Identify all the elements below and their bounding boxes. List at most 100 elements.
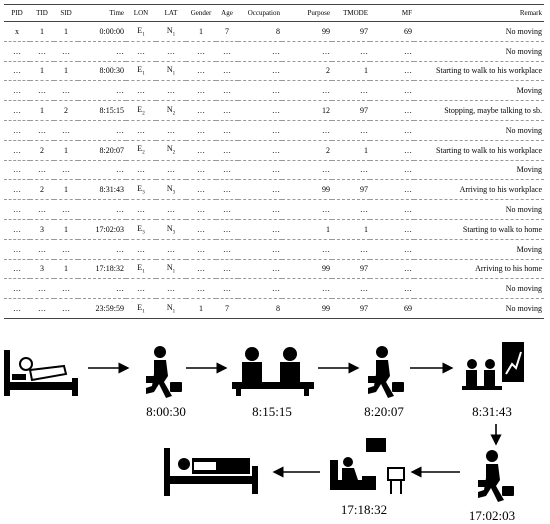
table-cell: N3: [156, 179, 186, 201]
table-cell: …: [370, 100, 414, 121]
table-cell: …: [332, 199, 370, 220]
table-cell: No moving: [414, 41, 544, 62]
table-cell: …: [282, 199, 332, 220]
table-cell: Moving: [414, 239, 544, 260]
table-cell: 97: [332, 21, 370, 42]
table-cell: …: [4, 259, 30, 280]
table-cell: 8:31:43: [78, 179, 126, 201]
table-cell: …: [30, 41, 54, 62]
timeline-label: 8:15:15: [252, 404, 292, 419]
table-cell: …: [54, 160, 78, 181]
table-cell: …: [370, 120, 414, 141]
table-cell: 8:15:15: [78, 100, 126, 121]
table-cell: 97: [332, 100, 370, 121]
table-cell: E2: [126, 140, 156, 161]
table-cell: …: [332, 41, 370, 62]
table-cell: 23:59:59: [78, 298, 126, 319]
table-cell: …: [370, 41, 414, 62]
table-cell: …: [4, 80, 30, 102]
table-cell: …: [156, 41, 186, 62]
table-cell: Arriving to his workplace: [414, 179, 544, 201]
table-cell: 97: [332, 179, 370, 201]
table-cell: …: [126, 239, 156, 260]
table-cell: …: [186, 160, 216, 181]
table-cell: …: [156, 160, 186, 181]
table-cell: N1: [156, 259, 186, 280]
table-cell: …: [370, 179, 414, 201]
table-cell: …: [126, 80, 156, 102]
table-cell: 1: [332, 219, 370, 240]
column-header-lon: LON: [126, 4, 156, 22]
table-cell: …: [186, 239, 216, 260]
table-cell: …: [216, 160, 238, 181]
table-cell: …: [186, 41, 216, 62]
table-cell: 0:00:00: [78, 21, 126, 42]
table-cell: …: [238, 219, 282, 240]
bed-sleeping-icon: [4, 350, 78, 396]
table-row: ………………………………Moving: [4, 80, 544, 102]
table-cell: …: [78, 199, 126, 220]
two-people-sitting-bench-icon: [232, 347, 314, 396]
table-cell: …: [54, 298, 78, 319]
table-cell: …: [78, 80, 126, 102]
table-cell: …: [370, 199, 414, 220]
table-cell: Arriving to his home: [414, 259, 544, 280]
table-cell: …: [238, 199, 282, 220]
table-cell: …: [30, 278, 54, 300]
table-cell: …: [30, 298, 54, 319]
table-cell: No moving: [414, 21, 544, 42]
table-cell: 8: [238, 21, 282, 42]
table-cell: …: [78, 239, 126, 260]
table-cell: 8: [238, 298, 282, 319]
table-cell: 1: [332, 61, 370, 82]
table-cell: …: [332, 160, 370, 181]
column-header-pid: PID: [4, 4, 30, 22]
table-row: ………………………………No moving: [4, 278, 544, 300]
table-cell: 1: [30, 100, 54, 121]
table-cell: No moving: [414, 120, 544, 141]
table-cell: …: [156, 239, 186, 260]
watching-tv-armchair-icon: [330, 438, 405, 494]
table-cell: No moving: [414, 298, 544, 319]
table-cell: …: [4, 239, 30, 260]
daily-trajectory-diagram: 8:00:30 8:15:15 8:20:07 8:31:43 17:02:03: [4, 342, 524, 523]
table-cell: 2: [30, 179, 54, 201]
table-cell: …: [216, 140, 238, 161]
table-cell: …: [282, 239, 332, 260]
table-cell: E1: [126, 259, 156, 280]
table-cell: 1: [54, 21, 78, 42]
table-cell: …: [126, 278, 156, 300]
table-cell: …: [186, 61, 216, 82]
table-cell: 1: [332, 140, 370, 161]
table-cell: …: [30, 239, 54, 260]
table-cell: …: [4, 160, 30, 181]
table-cell: …: [216, 100, 238, 121]
column-header-gender: Gender: [186, 4, 216, 22]
table-cell: …: [78, 278, 126, 300]
table-cell: …: [332, 278, 370, 300]
table-cell: …: [282, 120, 332, 141]
table-cell: 12: [282, 100, 332, 121]
table-cell: N1: [156, 61, 186, 82]
table-cell: 97: [332, 298, 370, 319]
table-cell: …: [126, 41, 156, 62]
table-cell: 2: [30, 140, 54, 161]
table-cell: …: [216, 61, 238, 82]
table-cell: 1: [282, 219, 332, 240]
table-cell: …: [216, 239, 238, 260]
table-cell: …: [4, 140, 30, 161]
table-cell: …: [186, 120, 216, 141]
table-cell: E3: [126, 179, 156, 201]
table-cell: 7: [216, 298, 238, 319]
table-cell: Stopping, maybe talking to sb.: [414, 100, 544, 121]
table-cell: …: [216, 120, 238, 141]
column-header-lat: LAT: [156, 4, 186, 22]
table-cell: …: [4, 179, 30, 201]
table-cell: 99: [282, 259, 332, 280]
table-cell: Starting to walk to his workplace: [414, 140, 544, 161]
table-cell: …: [238, 239, 282, 260]
table-cell: …: [238, 179, 282, 201]
table-cell: …: [238, 160, 282, 181]
